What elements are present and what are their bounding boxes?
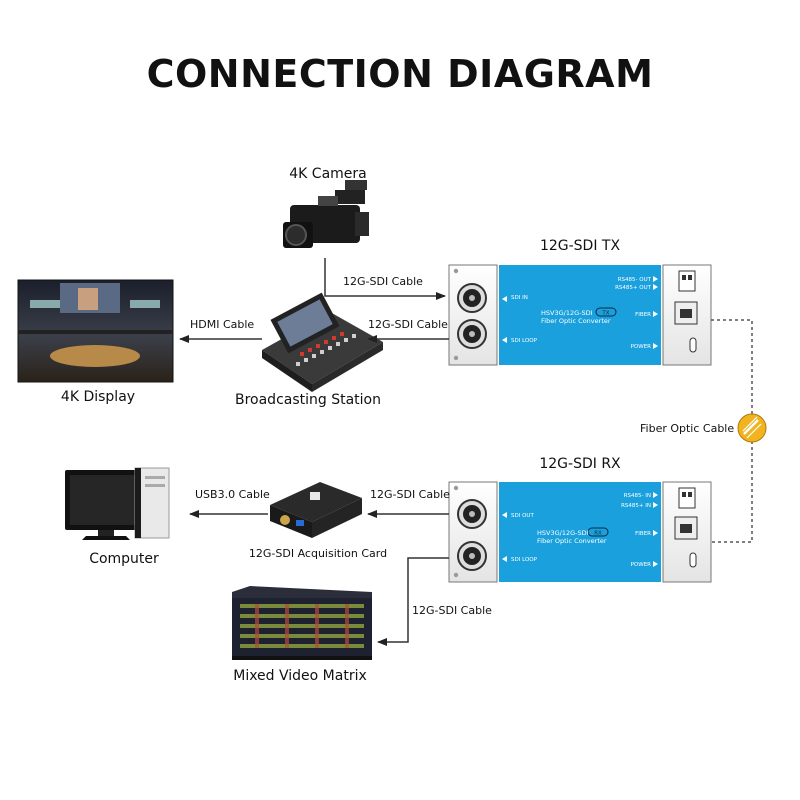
tx-fiber-label: FIBER bbox=[635, 312, 651, 318]
tx-subtitle-label: Fiber Optic Converter bbox=[541, 317, 611, 325]
tx-unit bbox=[448, 264, 712, 366]
tx-title: 12G-SDI TX bbox=[539, 238, 621, 254]
station-label: Broadcasting Station bbox=[234, 392, 381, 408]
video-matrix-icon bbox=[232, 586, 372, 660]
computer-icon bbox=[65, 467, 170, 540]
diagram-title: CONNECTION DIAGRAM bbox=[146, 52, 654, 96]
broadcasting-station-icon bbox=[262, 292, 383, 392]
matrix-label: Mixed Video Matrix bbox=[233, 668, 367, 684]
tx-badge: TX bbox=[601, 311, 609, 317]
cable-rx-to-matrix bbox=[377, 557, 449, 646]
cable-label-rx-card: 12G-SDI Cable bbox=[370, 488, 450, 501]
rx-sdi-loop-label: SDI LOOP bbox=[511, 557, 538, 563]
cable-label-fiber: Fiber Optic Cable bbox=[640, 422, 735, 435]
tx-power-label: POWER bbox=[631, 344, 652, 350]
tx-rs485-plus-out-label: RS485+ OUT bbox=[615, 285, 652, 291]
fiber-link-icon bbox=[737, 413, 767, 443]
tx-rs485-out-label: RS485- OUT bbox=[618, 277, 652, 283]
acquisition-card-label: 12G-SDI Acquisition Card bbox=[248, 547, 388, 560]
rx-power-label: POWER bbox=[631, 562, 652, 568]
tx-sdi-loop-label: SDI LOOP bbox=[511, 338, 538, 344]
fiber-cable bbox=[711, 319, 767, 543]
rx-model-label: HSV3G/12G-SDI bbox=[537, 529, 589, 537]
rx-rs485-in-label: RS485- IN bbox=[624, 493, 651, 499]
cable-label-tx-station: 12G-SDI Cable bbox=[368, 318, 448, 331]
rx-unit bbox=[448, 481, 712, 583]
camera-icon bbox=[283, 180, 369, 248]
rx-fiber-port-icon bbox=[674, 516, 698, 540]
rx-rs485-plus-in-label: RS485+ IN bbox=[621, 503, 651, 509]
tx-sdi-in-label: SDI IN bbox=[511, 295, 528, 301]
tx-bnc-loop-icon bbox=[457, 319, 487, 349]
camera-label: 4K Camera bbox=[289, 166, 367, 182]
rx-bnc-loop-icon bbox=[457, 541, 487, 571]
display-label: 4K Display bbox=[60, 389, 136, 405]
computer-label: Computer bbox=[89, 551, 159, 567]
tx-bnc-in-icon bbox=[457, 283, 487, 313]
cable-label-hdmi: HDMI Cable bbox=[190, 318, 255, 331]
cable-label-rx-matrix: 12G-SDI Cable bbox=[412, 604, 492, 617]
cable-label-cam-tx: 12G-SDI Cable bbox=[343, 275, 423, 288]
tx-fiber-port-icon bbox=[674, 301, 698, 325]
rx-bnc-out-icon bbox=[457, 499, 487, 529]
rx-badge: RX bbox=[594, 531, 602, 537]
rx-title: 12G-SDI RX bbox=[539, 456, 621, 472]
acquisition-card-icon bbox=[270, 482, 362, 538]
rx-subtitle-label: Fiber Optic Converter bbox=[537, 537, 607, 545]
rx-sdi-out-label: SDI OUT bbox=[511, 513, 534, 519]
cable-label-usb: USB3.0 Cable bbox=[195, 488, 270, 501]
tx-model-label: HSV3G/12G-SDI bbox=[541, 309, 593, 317]
rx-fiber-label: FIBER bbox=[635, 531, 651, 537]
display-icon bbox=[17, 279, 174, 383]
cable-camera-to-tx bbox=[324, 258, 446, 300]
